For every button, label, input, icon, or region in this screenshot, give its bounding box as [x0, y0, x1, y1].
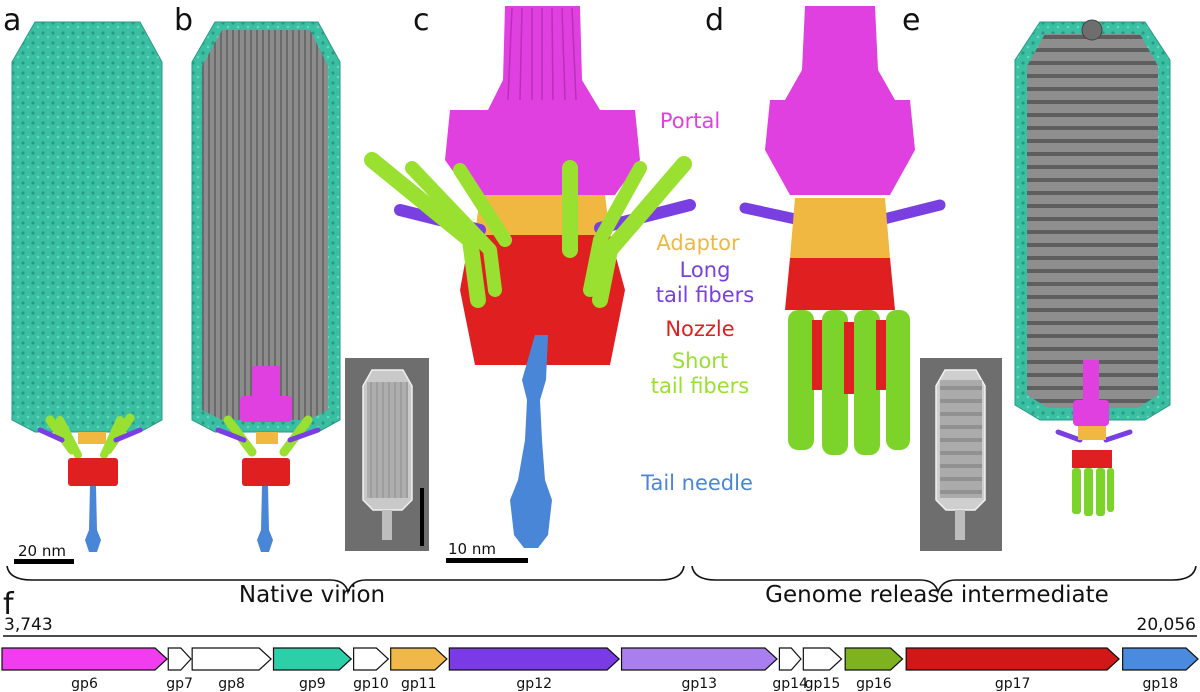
- gene-arrow-gp10: [354, 648, 389, 670]
- scale-bar-20nm: [14, 559, 74, 564]
- gene-arrow-gp18: [1123, 648, 1198, 670]
- capsid-surface: [12, 22, 162, 432]
- gene-arrow-gp7: [168, 648, 191, 670]
- short-tail-fibers-closed: [788, 310, 910, 455]
- legend-long-tail-fibers-line-1: Long: [680, 258, 731, 282]
- scale-label-10nm: 10 nm: [448, 540, 496, 558]
- legend-portal: Portal: [660, 109, 720, 133]
- gene-arrow-gp17: [906, 648, 1119, 670]
- legend-long-tail-fibers-line-2: tail fibers: [656, 283, 755, 307]
- gene-arrow-gp8: [192, 648, 271, 670]
- gene-label-gp10: gp10: [353, 676, 389, 692]
- section-label-release: Genome release intermediate: [765, 582, 1109, 608]
- legend-nozzle: Nozzle: [665, 317, 734, 341]
- tail-needle: [85, 486, 101, 552]
- capsid-vertex: [1082, 20, 1102, 40]
- tail-needle: [257, 486, 273, 552]
- panel-d-release-tail: [745, 6, 940, 455]
- gene-label-gp13: gp13: [681, 676, 717, 692]
- gene-arrow-gp11: [391, 648, 447, 670]
- gene-label-gp6: gp6: [71, 676, 98, 692]
- gene-arrow-gp6: [2, 648, 167, 670]
- genome-end-coordinate: 20,056: [1137, 615, 1196, 635]
- portal-density: [252, 366, 280, 396]
- portal-body: [765, 100, 915, 195]
- adaptor-ring: [78, 432, 106, 444]
- nozzle: [242, 458, 290, 486]
- packaged-dna: [202, 30, 328, 420]
- panel-label-d: d: [705, 3, 724, 38]
- panel-e-release-cutaway: [1015, 20, 1170, 516]
- gene-label-gp8: gp8: [218, 676, 245, 692]
- scale-label-20nm: 20 nm: [18, 542, 66, 560]
- panel-label-a: a: [3, 3, 21, 38]
- genome-start-coordinate: 3,743: [4, 615, 53, 635]
- panel-label-e: e: [902, 3, 920, 38]
- gene-label-gp9: gp9: [299, 676, 326, 692]
- gene-label-gp15: gp15: [805, 676, 841, 692]
- gene-arrow-gp16: [845, 648, 902, 670]
- nozzle: [785, 258, 895, 310]
- legend-adaptor: Adaptor: [656, 231, 740, 255]
- gene-arrow-gp14: [779, 648, 801, 670]
- gene-label-gp14: gp14: [772, 676, 808, 692]
- gene-label-gp16: gp16: [856, 676, 892, 692]
- panel-label-c: c: [413, 3, 430, 38]
- panel-label-b: b: [174, 3, 193, 38]
- gene-label-gp18: gp18: [1143, 676, 1179, 692]
- section-label-native: Native virion: [239, 582, 385, 608]
- portal-stalk: [785, 6, 895, 100]
- short-tail-fibers-closed: [1072, 468, 1114, 516]
- tail-needle: [510, 335, 552, 548]
- inset-native-class: [345, 358, 429, 551]
- portal-stalk: [488, 6, 600, 110]
- inset-release-class: [920, 358, 1002, 551]
- scale-bar-10nm: [446, 558, 528, 563]
- panel-b-virion-cutaway: [192, 22, 340, 552]
- legend-short-tail-fibers-line-2: tail fibers: [651, 374, 750, 398]
- panel-a-virion: [12, 22, 162, 552]
- inset-scale-bar: [420, 488, 424, 546]
- gene-label-gp17: gp17: [995, 676, 1031, 692]
- nozzle: [68, 458, 118, 486]
- adaptor-ring: [790, 198, 890, 258]
- gene-arrow-gp13: [622, 648, 777, 670]
- dna-rings: [1027, 34, 1158, 408]
- nozzle: [1072, 450, 1112, 468]
- gene-arrow-gp15: [803, 648, 841, 670]
- gene-arrow-gp12: [449, 648, 619, 670]
- legend-short-tail-fibers-line-1: Short: [672, 349, 728, 373]
- legend-tail-needle: Tail needle: [640, 471, 753, 495]
- gene-label-gp12: gp12: [516, 676, 552, 692]
- portal-density: [1083, 360, 1099, 400]
- gene-arrow-gp9: [273, 648, 351, 670]
- gene-label-gp11: gp11: [401, 676, 437, 692]
- gene-label-gp7: gp7: [166, 676, 193, 692]
